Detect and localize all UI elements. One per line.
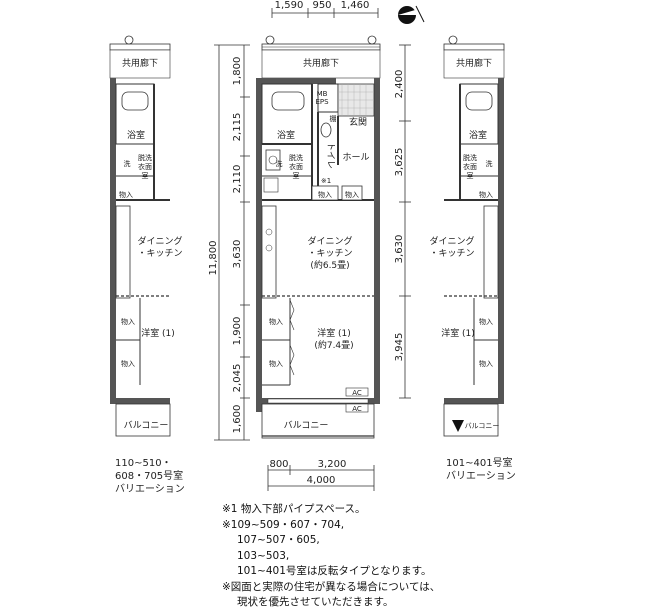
note-6: ※図面と実際の住宅が異なる場合については、	[222, 580, 441, 593]
main-western-area: (約7.4畳)	[314, 339, 353, 351]
main-toilet-label: トイレ	[325, 142, 335, 169]
main-storage-small-1: 物入	[318, 190, 332, 199]
right-dim-2: 3,625	[394, 148, 405, 177]
right-dining-label-2: ・キッチン	[429, 248, 474, 259]
note-4: 103~503,	[237, 549, 290, 562]
north-arrow-icon	[398, 5, 425, 24]
left-storage-small: 物入	[119, 190, 133, 199]
left-dim-5: 1,900	[232, 317, 243, 346]
right-bath-label: 浴室	[469, 129, 487, 141]
left-sink-label: 洗	[124, 159, 131, 168]
top-dim-1: 1,590	[275, 0, 304, 11]
main-dining-area: (約6.5畳)	[310, 259, 349, 271]
left-dining-label-1: ダイニング	[137, 235, 182, 247]
right-storage-small: 物入	[479, 190, 493, 199]
right-sink-label: 洗	[486, 159, 493, 168]
main-hall-label: ホール	[342, 152, 369, 163]
main-balcony-label: バルコニー	[284, 420, 329, 431]
main-unit	[256, 35, 381, 439]
main-mb-label: MB	[317, 90, 328, 98]
right-variation-unit	[443, 35, 505, 437]
right-dressing-label-1: 脱洗	[463, 153, 477, 162]
left-caption-line2: 608・705号室	[115, 469, 183, 482]
left-variation-unit	[109, 35, 171, 437]
main-dressing-label-3: 室	[293, 171, 300, 180]
right-dim-3: 3,630	[394, 235, 405, 264]
main-closet-label-2: 物入	[269, 359, 283, 368]
right-western-label: 洋室 (1)	[441, 327, 475, 339]
main-sink-label: 洗	[276, 159, 283, 168]
left-balcony-label: バルコニー	[124, 420, 169, 431]
main-eps-label: EPS	[315, 98, 329, 106]
left-caption-line3: バリエーション	[115, 483, 185, 495]
left-western-label: 洋室 (1)	[141, 327, 175, 339]
main-bath-label: 浴室	[277, 129, 295, 141]
main-dressing-label-2: 衣面	[289, 162, 303, 171]
right-corridor-label: 共用廊下	[456, 57, 492, 69]
left-dim-4: 3,630	[232, 240, 243, 269]
right-dim-4: 3,945	[394, 333, 405, 362]
right-dressing-label-2: 衣面	[463, 162, 477, 171]
left-closet-label-1: 物入	[121, 317, 135, 326]
right-dimension	[399, 44, 411, 399]
main-note-mark: ※1	[321, 177, 331, 185]
right-closet-label-1: 物入	[479, 317, 493, 326]
left-dining-label-2: ・キッチン	[137, 248, 182, 259]
note-2: ※109~509・607・704,	[222, 518, 345, 531]
left-closet-label-2: 物入	[121, 359, 135, 368]
main-corridor-label: 共用廊下	[303, 57, 339, 69]
top-dimension	[271, 8, 379, 18]
left-dim-1: 1,800	[232, 57, 243, 86]
top-dim-3: 1,460	[341, 0, 370, 11]
main-ac-label-1: AC	[352, 389, 362, 397]
main-ac-label-2: AC	[352, 405, 362, 413]
notes-block: ※1 物入下部パイプスペース。 ※109~509・607・704, 107~50…	[222, 502, 647, 611]
right-caption-line1: 101~401号室	[446, 456, 513, 469]
bottom-dimension	[267, 465, 375, 491]
note-5: 101~401号室は反転タイプとなります。	[237, 565, 432, 577]
left-dressing-label-3: 室	[142, 171, 149, 180]
main-shelf-label: 棚	[330, 114, 337, 123]
left-dimension	[214, 44, 250, 441]
main-closet-label-1: 物入	[269, 317, 283, 326]
top-dim-2: 950	[312, 0, 331, 11]
main-dressing-label-1: 脱洗	[289, 153, 303, 162]
note-3: 107~507・605,	[237, 534, 320, 546]
right-caption-line2: バリエーション	[446, 470, 516, 482]
right-dressing-label-3: 室	[467, 171, 474, 180]
bottom-dim-2: 3,200	[318, 459, 347, 470]
note-1: ※1 物入下部パイプスペース。	[222, 503, 366, 515]
note-7: 現状を優先させていただきます。	[237, 596, 394, 608]
bottom-total-dim: 4,000	[307, 475, 336, 486]
main-storage-small-2: 物入	[345, 190, 359, 199]
left-bath-label: 浴室	[127, 129, 145, 141]
right-closet-label-2: 物入	[479, 359, 493, 368]
left-total-dim: 11,800	[208, 241, 219, 276]
main-dining-label-2: ・キッチン	[307, 248, 352, 259]
bottom-dim-1: 800	[269, 459, 288, 470]
main-dining-label-1: ダイニング	[307, 235, 352, 247]
left-dim-2: 2,115	[232, 113, 243, 142]
right-dim-1: 2,400	[394, 70, 405, 99]
main-western-label: 洋室 (1)	[317, 327, 351, 339]
left-corridor-label: 共用廊下	[122, 57, 158, 69]
left-dim-6: 2,045	[232, 364, 243, 393]
left-dressing-label-1: 脱洗	[138, 153, 152, 162]
floor-plan-drawing: 1,590 950 1,460 11,800 1,800 2,115 2,110…	[109, 0, 516, 495]
left-dressing-label-2: 衣面	[138, 162, 152, 171]
left-dim-7: 1,600	[232, 405, 243, 434]
main-entrance-label: 玄関	[349, 116, 367, 128]
left-caption-line1: 110~510・	[115, 458, 172, 469]
left-dim-3: 2,110	[232, 165, 243, 194]
right-dining-label-1: ダイニング	[429, 235, 474, 247]
right-balcony-label: バルコニー	[465, 422, 500, 430]
